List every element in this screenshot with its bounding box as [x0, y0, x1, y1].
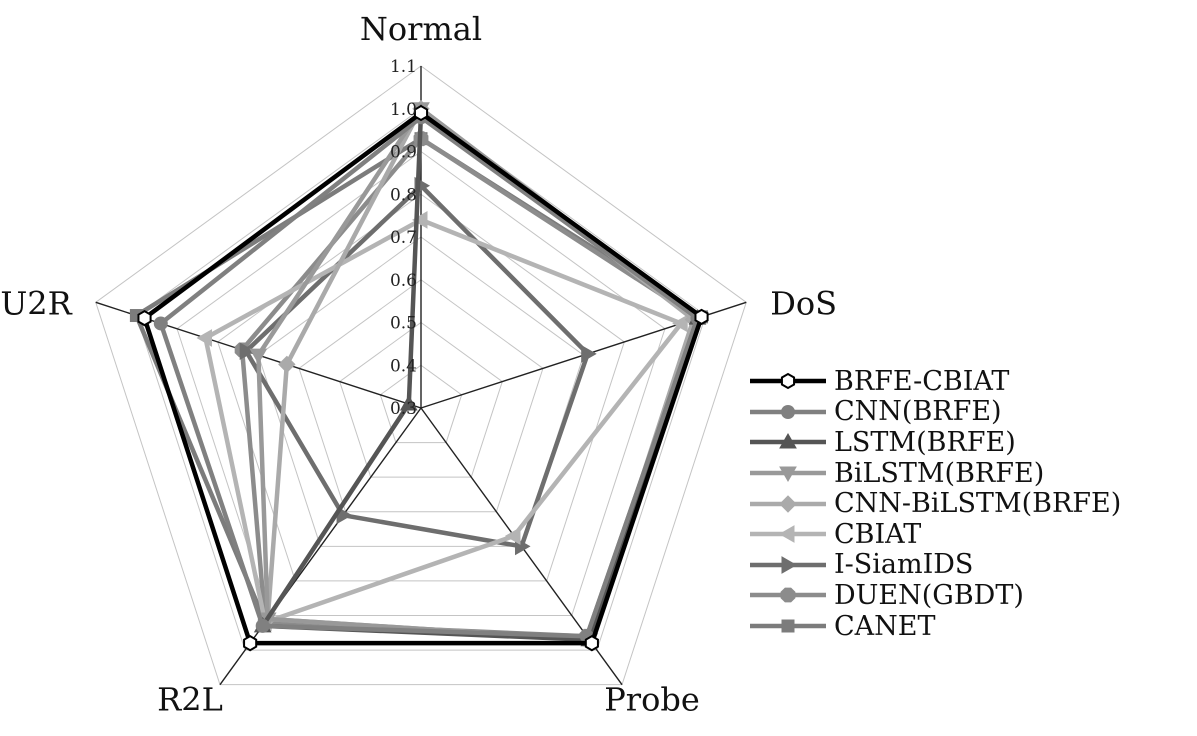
legend-item: DUEN(GBDT) [748, 580, 1121, 611]
legend-marker [779, 494, 797, 513]
legend-marker [779, 466, 797, 483]
grid-ring-7 [135, 108, 707, 651]
legend-item: BiLSTM(BRFE) [748, 458, 1121, 489]
data-point-Probe [584, 635, 599, 652]
series-I-SiamIDS [239, 176, 597, 556]
data-point-Probe [504, 527, 521, 545]
series-line [158, 115, 700, 639]
legend-label: I-SiamIDS [834, 549, 974, 581]
legend-swatch [750, 373, 826, 390]
legend-marker [780, 588, 796, 603]
radar-tick-labels: 0.3 0.4 0.5 0.6 0.7 0.8 0.9 1.0 1.1 [390, 57, 417, 419]
data-point-DoS [672, 314, 688, 333]
legend-marker [778, 525, 795, 544]
data-point-U2R [249, 348, 268, 365]
legend-label: BRFE-CBIAT [834, 365, 1010, 397]
legend-label: CNN(BRFE) [834, 396, 1002, 428]
legend-label: DUEN(GBDT) [834, 579, 1024, 611]
tick-label: 1.0 [390, 100, 417, 120]
legend-marker [779, 433, 797, 449]
legend-swatch [750, 588, 826, 603]
legend-item: CANET [748, 611, 1121, 642]
axis-label-Normal: Normal [360, 10, 482, 48]
data-point-DoS [694, 308, 709, 326]
data-point-DoS [581, 344, 597, 363]
tick-label: 0.5 [390, 314, 417, 334]
radar-series [129, 100, 709, 652]
legend-label: CANET [834, 610, 936, 642]
data-point-Normal [413, 104, 429, 122]
legend-swatch [750, 466, 826, 483]
legend-swatch [750, 619, 826, 633]
legend-item: CNN-BiLSTM(BRFE) [748, 488, 1121, 519]
axis-label-R2L: R2L [157, 681, 223, 719]
axis-label-U2R: U2R [0, 284, 72, 322]
legend-swatch [750, 433, 826, 449]
tick-label: 0.8 [390, 185, 417, 205]
data-point-U2R [137, 310, 152, 327]
tick-label: 0.4 [390, 356, 417, 376]
series-line [142, 110, 704, 646]
legend-marker [781, 619, 795, 633]
legend-label: BiLSTM(BRFE) [834, 457, 1045, 489]
legend-swatch [750, 494, 826, 513]
axis-label-DoS: DoS [770, 284, 837, 322]
data-point-U2R [278, 355, 296, 374]
grid-ring-3 [298, 279, 544, 513]
tick-label: 0.6 [390, 271, 417, 291]
legend-marker [780, 373, 796, 390]
legend-item: CNN(BRFE) [748, 396, 1121, 428]
tick-label: 1.1 [390, 57, 417, 77]
legend-item: BRFE-CBIAT [748, 366, 1121, 397]
data-point-U2R [196, 329, 213, 347]
series-line [243, 183, 590, 549]
legend-item: CBIAT [748, 519, 1121, 550]
data-point-U2R [239, 342, 256, 361]
legend-swatch [750, 555, 826, 574]
grid-ring-8 [95, 65, 747, 686]
legend-marker [781, 555, 798, 574]
data-point-R2L [255, 618, 270, 633]
grid-ring-1 [379, 364, 463, 444]
series-BRFE-CBIAT [137, 104, 709, 652]
series-line [203, 217, 684, 625]
data-point-U2R [399, 395, 418, 411]
legend-label: LSTM(BRFE) [834, 426, 1016, 458]
data-point-U2R [153, 316, 168, 331]
legend-label: CNN-BiLSTM(BRFE) [834, 488, 1122, 520]
series-line [256, 106, 700, 642]
axis-label-Probe: Probe [604, 681, 700, 719]
legend-swatch [750, 525, 826, 544]
grid-ring-2 [339, 321, 503, 478]
grid-ring-4 [257, 236, 585, 547]
grid-ring-5 [217, 193, 625, 582]
data-point-R2L [243, 635, 258, 652]
legend-item: LSTM(BRFE) [748, 427, 1121, 458]
legend-item: I-SiamIDS [748, 549, 1121, 581]
tick-label: 0.7 [390, 228, 417, 248]
tick-label: 0.3 [390, 399, 417, 419]
tick-label: 0.9 [390, 143, 417, 163]
legend-marker [781, 404, 795, 419]
data-point-Normal [411, 211, 428, 229]
legend-swatch [750, 404, 826, 419]
legend-label: CBIAT [834, 518, 922, 550]
